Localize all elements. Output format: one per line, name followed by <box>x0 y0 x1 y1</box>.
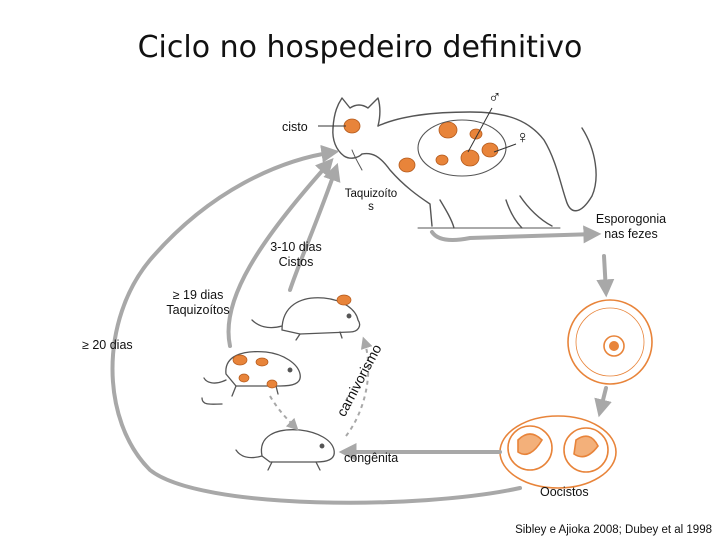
label-taquizoitos-line2: s <box>368 201 374 213</box>
cat-organ-cysts <box>343 118 499 173</box>
male-symbol: ♂ <box>488 87 502 107</box>
credit-citation: Sibley e Ajioka 2008; Dubey et al 1998 <box>515 524 712 536</box>
arrow-congenita <box>269 395 299 431</box>
female-symbol: ♀ <box>516 127 530 147</box>
male-pointer <box>467 107 493 153</box>
label-3-10-dias: 3-10 dias Cistos <box>256 240 336 270</box>
mouse-top-cysts <box>336 294 352 306</box>
mouse-middle-cysts <box>232 354 278 389</box>
label-taquizoitos-line1: Taquizoíto <box>344 188 398 200</box>
label-oocistos: Oocistos <box>540 485 589 499</box>
label-19-dias: ≥ 19 dias Taquizoítos <box>156 288 240 318</box>
arrow-carnivorismo <box>345 336 373 437</box>
arrow-esporogonia-to-oocyst <box>596 254 615 298</box>
arrow-20-dias-loop <box>110 144 522 505</box>
label-19-dias-line2: Taquizoítos <box>166 303 230 317</box>
label-20-dias: ≥ 20 dias <box>82 338 133 352</box>
page-title: Ciclo no hospedeiro definitivo <box>137 30 583 65</box>
label-esporogonia: Esporogonia nas fezes <box>576 212 686 242</box>
label-esporogonia-line1: Esporogonia <box>595 212 667 226</box>
oocyst-bottom <box>499 415 617 489</box>
cat-illustration <box>332 97 597 229</box>
arrow-oocyst-to-oocistos <box>594 386 612 418</box>
arrow-cat-to-esporogonia <box>430 225 602 244</box>
label-taquizoitos: Taquizoíto s <box>338 188 404 214</box>
arrow-19-dias <box>226 157 334 348</box>
arrow-3-10-dias <box>288 162 341 292</box>
mouse-middle <box>201 350 301 405</box>
label-3-10-dias-line2: Cistos <box>278 255 314 269</box>
cycle-arrows <box>110 144 615 505</box>
mouse-top <box>251 297 361 341</box>
dashed-arrows <box>269 336 373 437</box>
label-19-dias-line1: ≥ 19 dias <box>172 288 224 302</box>
mouse-bottom <box>235 429 335 471</box>
oocyst-top <box>567 299 653 385</box>
label-cisto: cisto <box>282 120 308 134</box>
female-pointer <box>493 143 517 153</box>
label-congenita: congênita <box>344 451 399 465</box>
label-3-10-dias-line1: 3-10 dias <box>270 240 322 254</box>
label-esporogonia-line2: nas fezes <box>604 227 658 241</box>
